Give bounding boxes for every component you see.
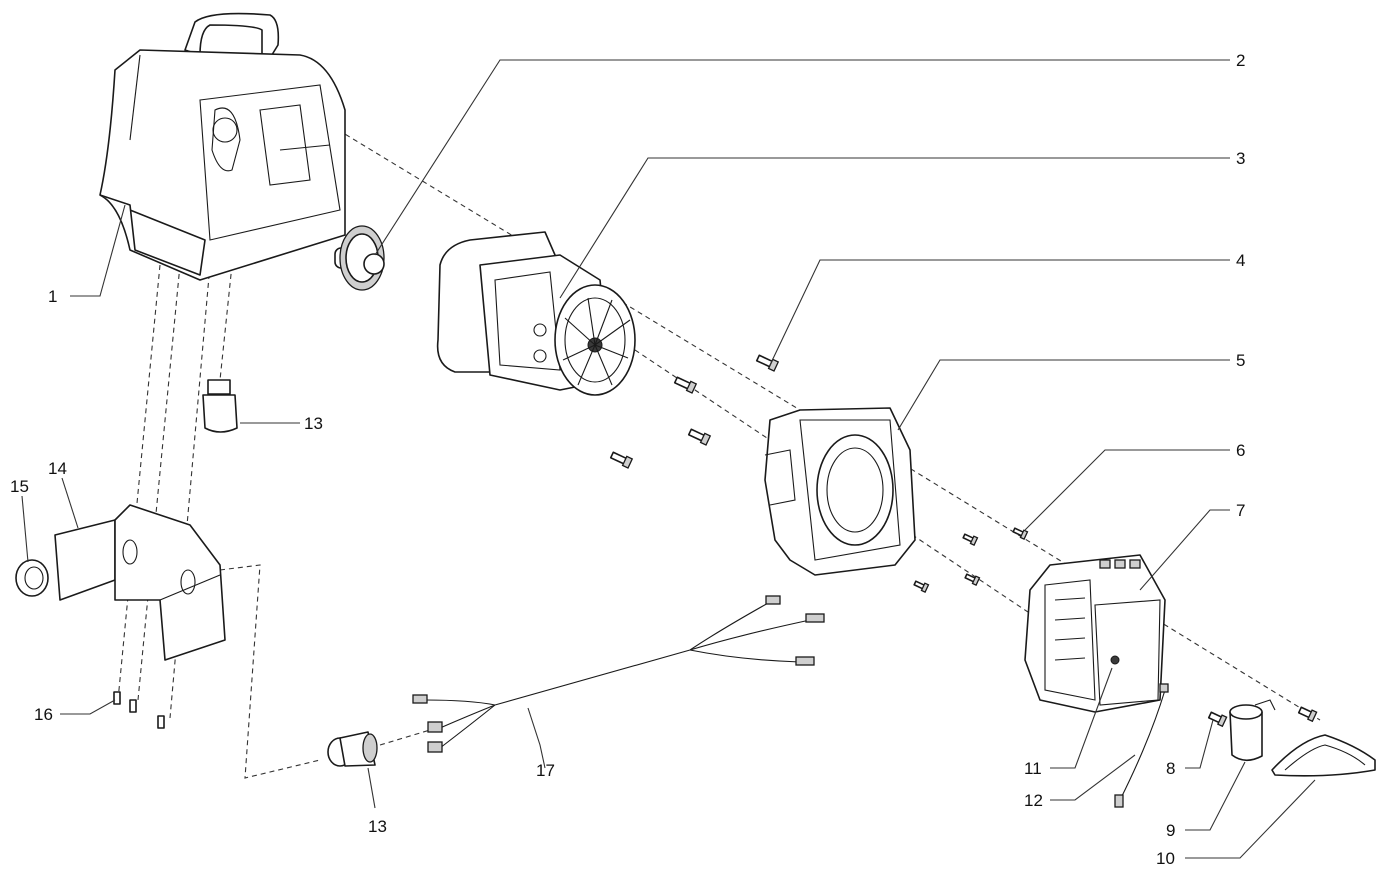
part-17-harness (412, 595, 825, 753)
callout-3: 3 (1236, 149, 1245, 168)
callout-1: 1 (48, 287, 57, 306)
callout-17: 17 (536, 761, 555, 780)
callout-9: 9 (1166, 821, 1175, 840)
callout-2: 2 (1236, 51, 1245, 70)
part-3-motor (436, 231, 636, 396)
callout-8: 8 (1166, 759, 1175, 778)
part-10-gasket (1271, 734, 1376, 777)
callout-12: 12 (1024, 791, 1043, 810)
part-8-screw (1207, 706, 1318, 728)
leader-lines (21, 59, 1316, 859)
callout-13-upper: 13 (304, 414, 323, 433)
part-16-screws (113, 691, 165, 729)
part-15-nut (15, 559, 49, 597)
part-13-gland-upper (202, 379, 238, 433)
part-7-control-box (1024, 554, 1166, 713)
callout-labels: 1 2 3 4 5 6 7 8 9 10 11 12 13 13 14 15 1… (10, 51, 1245, 868)
part-14-bracket (54, 504, 226, 661)
callout-14: 14 (48, 459, 67, 478)
part-1-housing (99, 12, 346, 281)
callout-11: 11 (1024, 759, 1042, 778)
part-13-gland-lower (327, 731, 378, 767)
callout-10: 10 (1156, 849, 1175, 868)
callout-5: 5 (1236, 351, 1245, 370)
part-5-shroud (764, 407, 916, 576)
callout-13-lower: 13 (368, 817, 387, 836)
callout-7: 7 (1236, 501, 1245, 520)
callout-15: 15 (10, 477, 29, 496)
part-9-capacitor (1229, 699, 1276, 762)
part-12-cable (1114, 683, 1169, 808)
callout-4: 4 (1236, 251, 1245, 270)
callout-6: 6 (1236, 441, 1245, 460)
screws-motor (609, 354, 1029, 593)
callout-16: 16 (34, 705, 53, 724)
part-2-gear (334, 225, 385, 291)
